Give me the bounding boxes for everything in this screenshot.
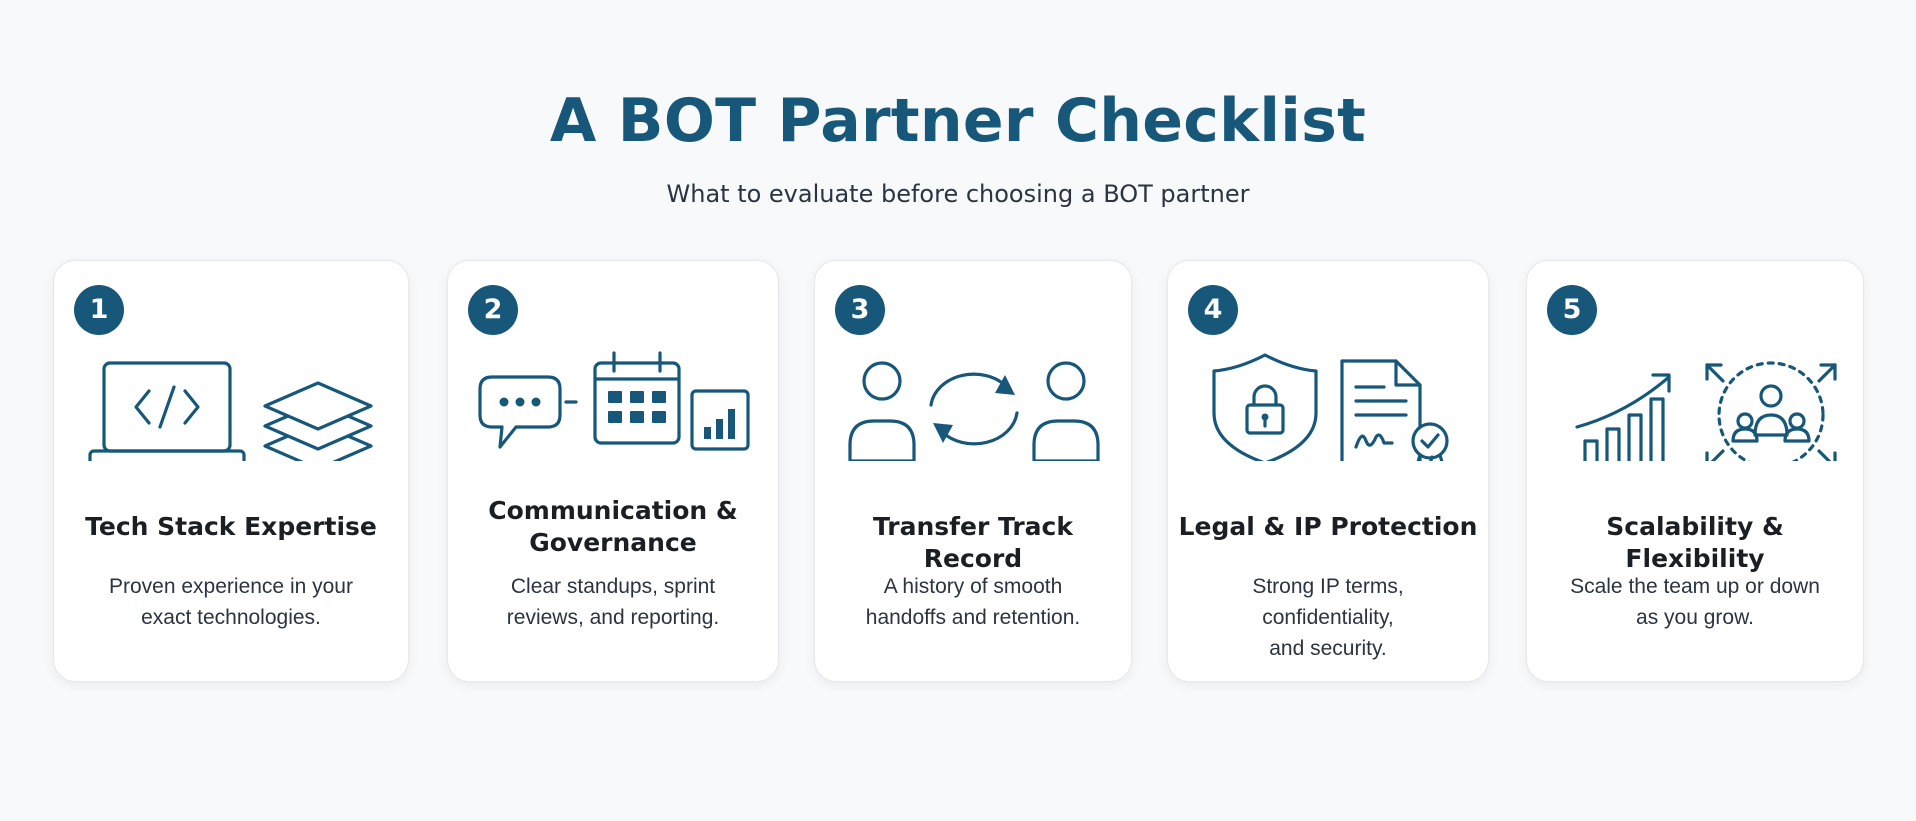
page-title: A BOT Partner Checklist [549, 86, 1367, 156]
shield-lock-icon [1212, 353, 1318, 461]
card-title: Communication &Governance [488, 496, 738, 557]
legal-illustration [1212, 353, 1449, 461]
step-number-badge: 4 [1188, 285, 1238, 335]
page-subtitle: What to evaluate before choosing a BOT p… [666, 180, 1250, 208]
contract-certificate-icon [1340, 359, 1449, 461]
checklist-card-communication: 2 Communication &Governance [447, 260, 779, 682]
chat-bubble-icon [478, 375, 578, 449]
team-expand-icon [1705, 361, 1837, 461]
laptop-code-icon [88, 361, 246, 461]
layers-icon [263, 381, 373, 461]
calendar-icon [593, 351, 681, 445]
card-description: Strong IP terms, confidentiality,and sec… [1252, 575, 1404, 660]
card-title: Tech Stack Expertise [85, 512, 377, 541]
tech-stack-illustration [88, 361, 373, 461]
communication-illustration [478, 351, 750, 451]
person-icon [1032, 361, 1100, 461]
checklist-card-scalability: 5 Scalability & Flexibility Scale the te… [1526, 260, 1864, 682]
card-title: Scalability & Flexibility [1606, 512, 1784, 573]
sync-arrows-icon [929, 372, 1019, 446]
step-number-badge: 3 [835, 285, 885, 335]
checklist-card-legal: 4 Legal & IP Protection Strong IP terms,… [1167, 260, 1489, 682]
step-number-badge: 5 [1547, 285, 1597, 335]
step-number-badge: 2 [468, 285, 518, 335]
checklist-card-transfer: 3 Transfer Track Record A history of smo… [814, 260, 1132, 682]
growth-chart-icon [1575, 373, 1671, 461]
scalability-illustration [1575, 361, 1837, 461]
transfer-illustration [848, 361, 1100, 461]
person-icon [848, 361, 916, 461]
step-number-badge: 1 [74, 285, 124, 335]
checklist-card-tech-stack: 1 Tech Stack Expertise Proven experience… [53, 260, 409, 682]
card-title: Legal & IP Protection [1178, 512, 1478, 541]
card-title: Transfer Track Record [873, 512, 1073, 573]
bar-chart-icon [690, 389, 750, 451]
